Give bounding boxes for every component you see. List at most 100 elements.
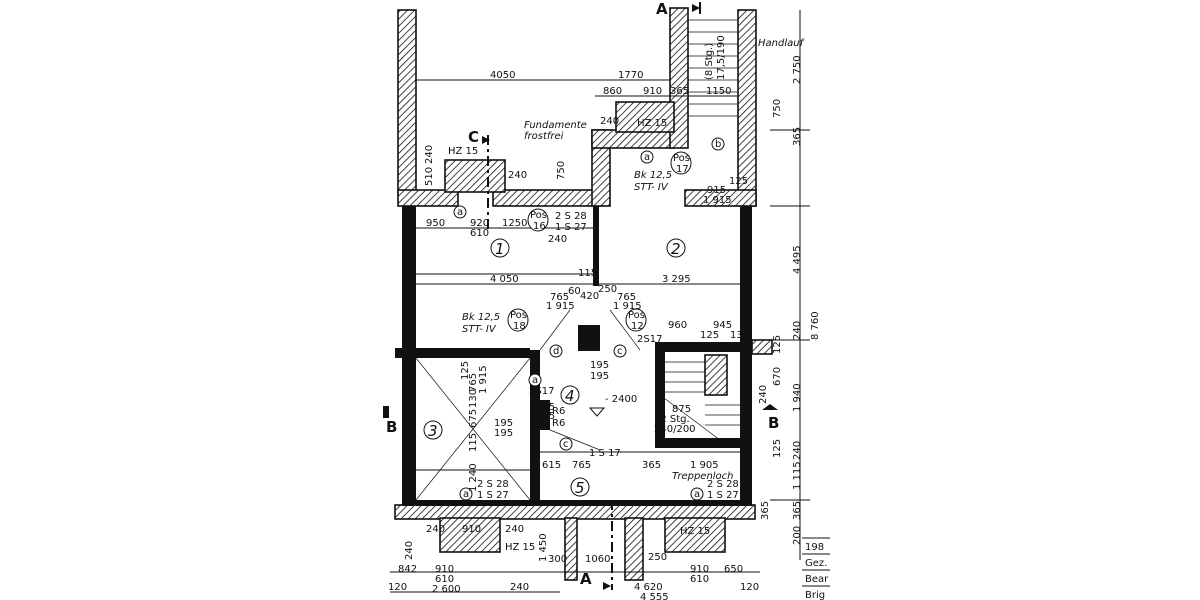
lintel: 1 S 27	[707, 490, 739, 501]
dimension: 115	[468, 433, 479, 452]
wall-chimney	[578, 325, 600, 351]
marker-b: b	[715, 139, 721, 150]
wall-c-box	[444, 159, 506, 193]
lintel-hz: HZ 15	[680, 526, 710, 537]
dimension: 125	[772, 439, 783, 458]
room-2: 2	[671, 240, 681, 258]
stair-ratio-label: 17,5/190	[716, 35, 727, 80]
dimension: 1 915	[546, 301, 575, 312]
treppenloch-label: Treppenloch	[672, 471, 734, 482]
wall-main-right	[740, 206, 752, 516]
stt-top: STT- IV	[634, 182, 669, 193]
pos12-number: 12	[631, 321, 644, 332]
title-block-text: Brig	[805, 590, 825, 600]
dimension: 950	[426, 218, 445, 229]
dimension: 300	[548, 554, 567, 565]
wall-entry-left	[564, 517, 578, 581]
marker-a: a	[463, 489, 469, 500]
wall-r6-pier	[532, 400, 550, 430]
title-block-text: Gez.	[805, 558, 827, 569]
wall-upper-bottom-mid	[492, 189, 602, 207]
dimension: 670	[772, 367, 783, 386]
title-block-text: Bear	[805, 574, 829, 585]
stair-steps-lower: 12 Stg.	[654, 414, 690, 425]
wall-hz15-left	[439, 517, 501, 553]
dimension: 365	[760, 501, 771, 520]
wall-horizontal-mid-left	[395, 348, 530, 358]
dimension: 365	[792, 501, 803, 520]
section-b-right: B	[768, 414, 779, 432]
dimension: 125	[729, 176, 748, 187]
dimension: 4 050	[490, 274, 519, 285]
room-numbers: 1 2 3 4 5	[423, 238, 686, 497]
dimension: 610	[690, 574, 709, 585]
handlauf-label: Handlauf	[758, 38, 805, 49]
dimension: 135	[730, 330, 749, 341]
dimension: 195	[494, 418, 513, 429]
dimension: 240	[548, 234, 567, 245]
stair-upper-treads	[688, 19, 738, 117]
lintel: 2S17	[637, 334, 662, 345]
wall-right-stub	[751, 339, 773, 355]
wall-bottom-inner	[402, 500, 752, 506]
dimension: 365	[792, 127, 803, 146]
lintel: 2 S 28	[555, 211, 587, 222]
lintel: 2 S 28	[477, 479, 509, 490]
stair-lower-treads	[665, 361, 740, 426]
dimension: 365	[670, 86, 689, 97]
dimension: 8 760	[810, 311, 821, 340]
dimension: 675	[468, 409, 479, 428]
dimension: 125	[700, 330, 719, 341]
wall-divider-1-2	[593, 206, 599, 286]
marker-c: c	[563, 439, 569, 450]
lintel-labels: 2 S 28 1 S 27 2S17 2S17 1 S 17 2 S 28 1 …	[448, 118, 739, 553]
room-1: 1	[495, 240, 505, 258]
lintel: 1 S 17	[589, 448, 621, 459]
dimension: 910	[462, 524, 481, 535]
dimension: 765	[468, 373, 479, 392]
dimension: 1 450	[538, 533, 549, 562]
dimension: 195	[494, 428, 513, 439]
dimension: 750	[772, 99, 783, 118]
wall-box-right	[704, 354, 728, 396]
dimension: 240	[424, 145, 435, 164]
section-markers: A A B B C	[383, 0, 779, 590]
dimension: 2 750	[792, 55, 803, 84]
dimension: 240	[505, 524, 524, 535]
room-4: 4	[565, 387, 575, 405]
section-a-bottom: A	[580, 570, 592, 588]
position-bubbles: Pos 16 Pos 17 Pos 18 Pos 12	[507, 151, 692, 332]
door-markers: a a a a a b c c d	[453, 137, 725, 501]
wall-horizontal-mid-right	[655, 342, 752, 352]
dimension: 4050	[490, 70, 515, 81]
notes: Handlauf Fundamente frostfrei Treppenloc…	[462, 35, 805, 482]
section-b-left: B	[386, 418, 397, 436]
marker-a: a	[644, 152, 650, 163]
dimension: 610	[470, 228, 489, 239]
marker-a: a	[694, 489, 700, 500]
dimension: 860	[603, 86, 622, 97]
lintel-hz: HZ 15	[505, 542, 535, 553]
construction-lines	[390, 10, 810, 593]
pos16-label: Pos	[530, 210, 547, 221]
r6-label: R6	[583, 325, 596, 336]
dimension: 910	[435, 564, 454, 575]
section-a-top: A	[656, 0, 668, 18]
wall-hz15-block	[615, 101, 675, 133]
dimension: 1 915	[478, 365, 489, 394]
lintel: 1 S 27	[477, 490, 509, 501]
dimension: 1 915	[703, 195, 732, 206]
dimension: 125	[460, 361, 471, 380]
dimension: 250	[598, 284, 617, 295]
dimension: 875	[672, 404, 691, 415]
dimensions: 4050 1770 860 910 365 1150 240 510 240 2…	[388, 55, 821, 600]
pos18-label: Pos	[510, 310, 527, 321]
dimension: 4 555	[640, 592, 669, 600]
dimension: 610	[435, 574, 454, 585]
pos12-label: Pos	[628, 310, 645, 321]
pos18-number: 18	[513, 321, 526, 332]
dimension: 240	[508, 170, 527, 181]
lintel-hz: HZ 15	[637, 118, 667, 129]
dimension: 750	[556, 161, 567, 180]
